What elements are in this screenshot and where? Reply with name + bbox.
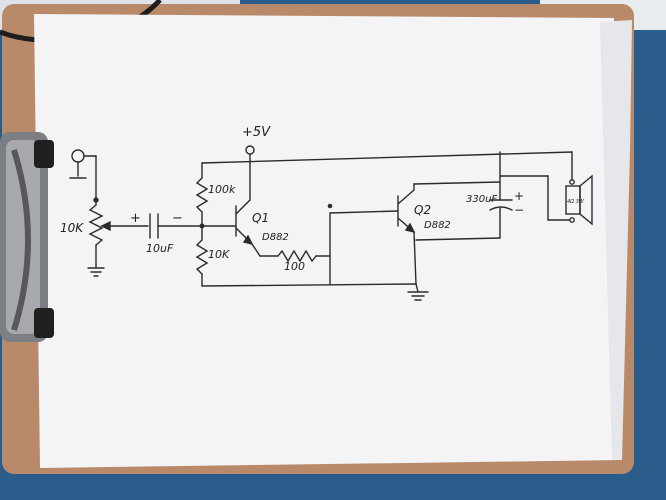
q2-collector-to-cap-wire bbox=[413, 181, 501, 185]
potentiometer-resistor bbox=[88, 204, 104, 246]
cap-in-minus: − bbox=[172, 211, 183, 226]
r-top-resistor bbox=[195, 177, 209, 213]
r-emitter-label: 100 bbox=[284, 260, 305, 273]
speaker-cone bbox=[579, 174, 593, 226]
cap-out-minus: − bbox=[514, 203, 524, 217]
q2-emitter-ground-link bbox=[415, 237, 501, 241]
q2-label: Q2 bbox=[414, 203, 431, 217]
pot-label: 10K bbox=[60, 221, 84, 235]
paper-sheet-back bbox=[600, 20, 632, 460]
paper-sheet bbox=[34, 14, 622, 468]
q2-collector bbox=[397, 189, 415, 205]
q1-collector bbox=[235, 199, 251, 215]
q1-part-label: D882 bbox=[262, 232, 289, 243]
binder-clip bbox=[0, 132, 54, 342]
cap-in-plus: + bbox=[130, 211, 141, 226]
q1-emitter-wire bbox=[251, 243, 261, 257]
supply-rail bbox=[201, 151, 573, 164]
q2-emitter-arrow bbox=[404, 222, 416, 234]
schematic-labels: +5V 10K + − 10uF 100k 10K Q1 D882 100 Q2… bbox=[60, 125, 585, 273]
speaker-terminal-top bbox=[569, 179, 575, 185]
r-bottom-resistor bbox=[195, 239, 209, 275]
ground-rail bbox=[201, 283, 417, 287]
pot-top-node bbox=[93, 197, 99, 203]
pot-wiper-arrow bbox=[100, 220, 111, 232]
r-top-label: 100k bbox=[208, 183, 236, 196]
supply-label: +5V bbox=[242, 125, 271, 140]
cap-out-label: 330uF bbox=[466, 194, 497, 205]
q2-emitter-wire bbox=[413, 231, 417, 285]
cap-in-label: 10uF bbox=[146, 242, 174, 255]
ground-wire bbox=[415, 283, 419, 293]
cap-out-plus: + bbox=[514, 189, 524, 203]
r-emitter-resistor bbox=[277, 249, 317, 263]
r-bottom-label: 10K bbox=[208, 248, 230, 261]
q1-to-q2-node bbox=[327, 203, 333, 209]
schematic bbox=[69, 145, 593, 301]
q1-label: Q1 bbox=[252, 211, 269, 225]
speaker-label: 4Ω 3W bbox=[567, 199, 585, 205]
q1-to-q2-wire-2 bbox=[329, 210, 399, 214]
speaker-terminal-bottom bbox=[569, 217, 575, 223]
q1-emitter-arrow bbox=[242, 234, 254, 246]
cap-out-plate-2 bbox=[489, 206, 513, 211]
q2-part-label: D882 bbox=[424, 220, 451, 231]
